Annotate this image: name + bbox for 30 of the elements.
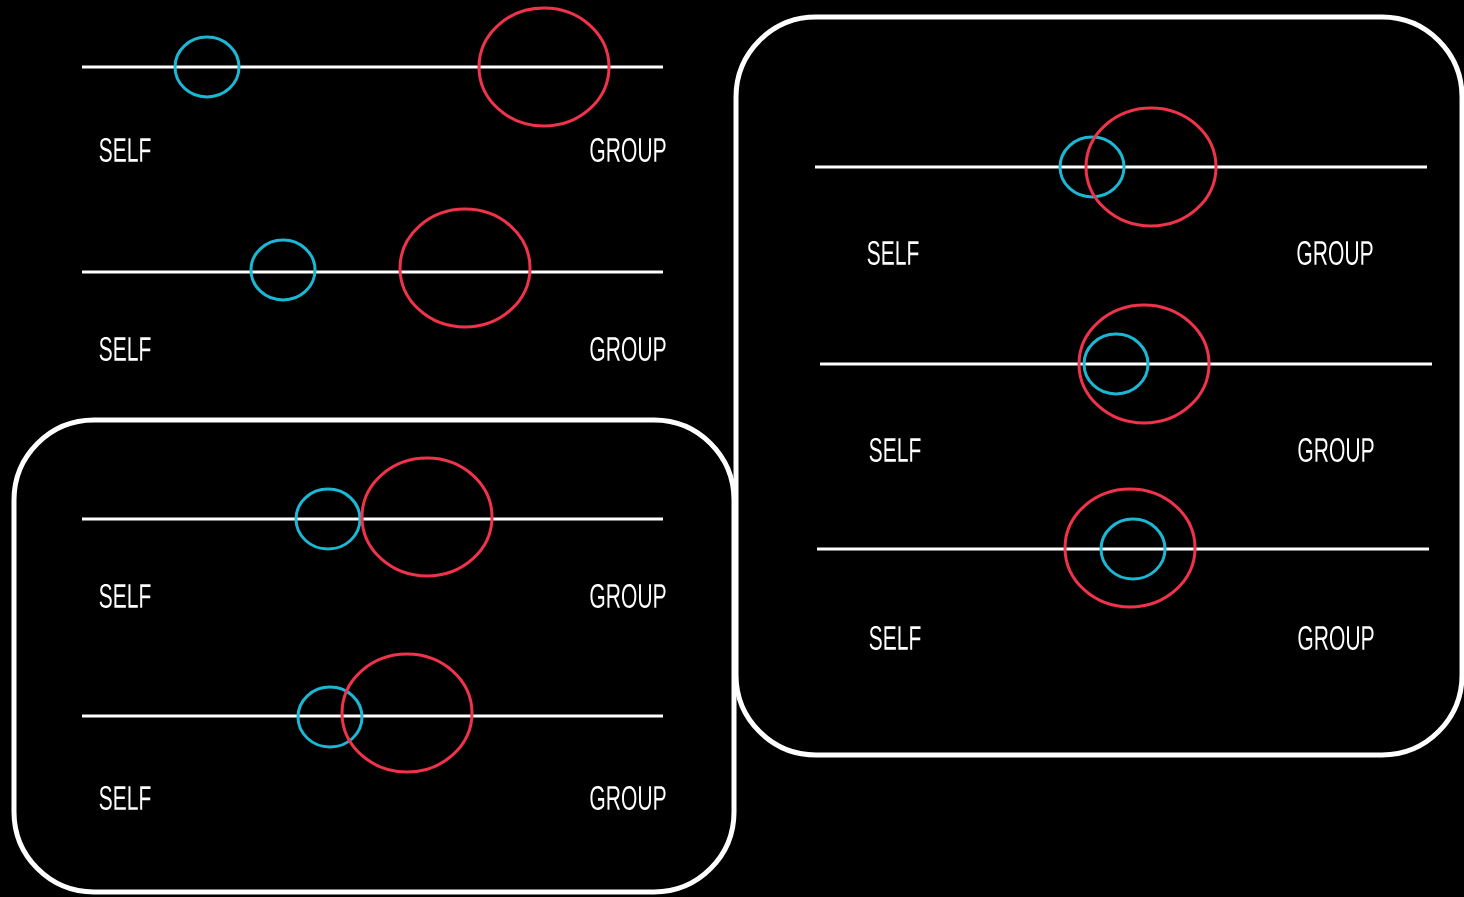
- end-label: GROUP: [590, 785, 666, 811]
- end-label: GROUP: [1298, 625, 1374, 651]
- large-circle: [1084, 106, 1218, 228]
- large-circle: [398, 207, 532, 329]
- small-circle: [294, 487, 362, 551]
- rounded-panel: [11, 417, 737, 895]
- end-label: SELF: [99, 785, 151, 811]
- large-circle: [340, 652, 474, 774]
- small-circle: [1058, 135, 1126, 199]
- end-label: SELF: [99, 583, 151, 609]
- end-label: GROUP: [590, 583, 666, 609]
- end-label: GROUP: [590, 137, 666, 163]
- small-circle: [1082, 332, 1150, 396]
- large-circle: [477, 6, 611, 128]
- end-label: SELF: [869, 437, 921, 463]
- end-label: SELF: [867, 240, 919, 266]
- end-label: GROUP: [590, 336, 666, 362]
- end-label: GROUP: [1298, 437, 1374, 463]
- end-label: SELF: [869, 625, 921, 651]
- small-circle: [296, 685, 364, 749]
- end-label: SELF: [99, 336, 151, 362]
- large-circle: [1063, 487, 1197, 609]
- rounded-panel: [733, 14, 1464, 758]
- small-circle: [173, 35, 241, 99]
- small-circle: [249, 238, 317, 302]
- large-circle: [1077, 303, 1211, 425]
- end-label: GROUP: [1297, 240, 1373, 266]
- large-circle: [360, 456, 494, 578]
- small-circle: [1099, 517, 1167, 581]
- end-label: SELF: [99, 137, 151, 163]
